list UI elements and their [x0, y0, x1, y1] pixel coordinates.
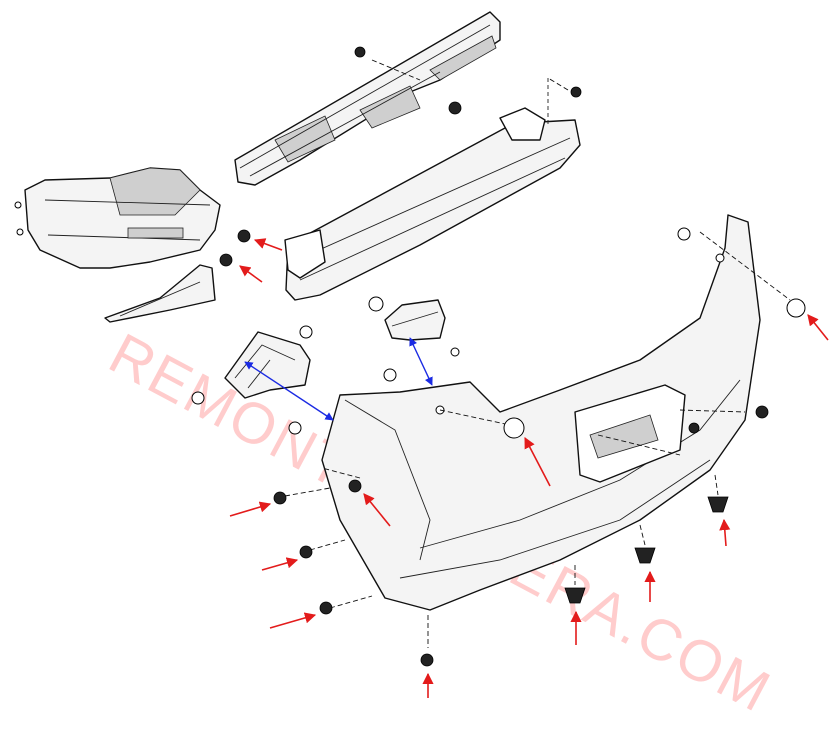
left-side-bracket: [191, 325, 313, 405]
license-plate-recess: [574, 384, 686, 483]
rear-bumper-cover: [321, 214, 761, 611]
center-clip-bracket: [368, 296, 460, 382]
bumper-beam: [284, 78, 581, 301]
arrow-left-2: [261, 557, 299, 571]
lamp-trim: [104, 264, 216, 323]
fasteners: [219, 46, 806, 667]
bumper-exploded-diagram: [14, 11, 829, 698]
arrow-side-right: [807, 314, 829, 341]
leader-lines: [284, 59, 791, 648]
mounting-arrows: [244, 337, 433, 421]
arrow-cover-center: [524, 437, 551, 487]
blue-arrow-bracket-left: [244, 361, 334, 421]
upper-reinforcement: [234, 11, 501, 186]
arrow-clip-3: [719, 518, 731, 547]
fastener-arrows: [229, 238, 829, 698]
tail-lamp: [14, 167, 221, 269]
arrow-lamp-lower: [239, 265, 263, 283]
arrow-left-1: [229, 501, 272, 517]
arrow-lamp-upper: [253, 238, 283, 251]
blue-arrow-bracket-center: [409, 337, 433, 386]
arrow-left-3: [269, 612, 317, 629]
arrow-cover-left: [363, 493, 391, 527]
